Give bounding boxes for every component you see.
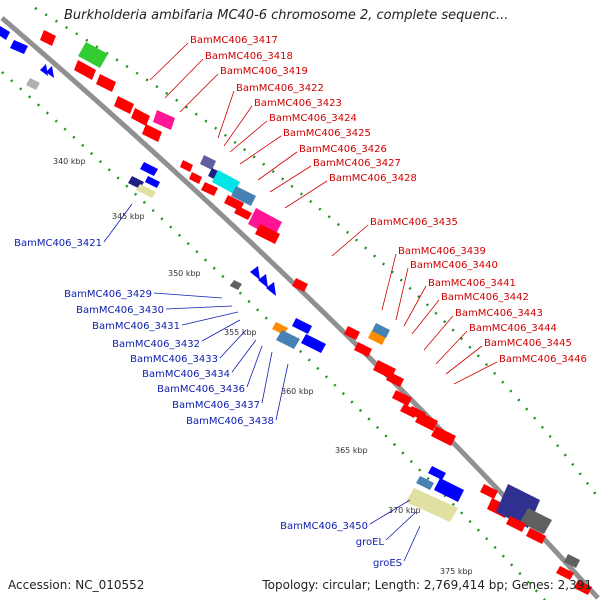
gene-label-forward[interactable]: BamMC406_3444 — [469, 323, 557, 334]
gene-label-forward[interactable]: BamMC406_3440 — [410, 260, 498, 271]
gene-label-forward[interactable]: BamMC406_3424 — [269, 113, 357, 124]
gene-label-reverse[interactable]: groEL — [356, 537, 385, 548]
gene-label-forward[interactable]: BamMC406_3425 — [283, 128, 371, 139]
tick-label: 350 kbp — [168, 269, 201, 278]
gene-label-forward[interactable]: BamMC406_3428 — [329, 173, 417, 184]
forward-label-leaders — [149, 42, 498, 385]
tick-label: 355 kbp — [224, 328, 257, 337]
gene-label-reverse[interactable]: BamMC406_3431 — [92, 321, 180, 332]
tick-label: 345 kbp — [112, 212, 145, 221]
gene-label-reverse[interactable]: BamMC406_3429 — [64, 289, 152, 300]
tick-label: 375 kbp — [440, 567, 473, 576]
gene-label-reverse[interactable]: BamMC406_3436 — [157, 384, 245, 395]
gene-label-forward[interactable]: BamMC406_3439 — [398, 246, 486, 257]
gc-track-inner — [1, 71, 546, 600]
genome-summary-text: Topology: circular; Length: 2,769,414 bp… — [262, 578, 592, 592]
gene-label-forward[interactable]: BamMC406_3441 — [428, 278, 516, 289]
feature-blocks — [0, 26, 592, 595]
tick-label: 365 kbp — [335, 446, 368, 455]
gene-label-forward[interactable]: BamMC406_3446 — [499, 354, 587, 365]
gene-label-forward[interactable]: BamMC406_3417 — [190, 35, 278, 46]
gene-label-reverse[interactable]: BamMC406_3421 — [14, 238, 102, 249]
gene-label-reverse[interactable]: BamMC406_3450 — [280, 521, 368, 532]
gene-label-forward[interactable]: BamMC406_3445 — [484, 338, 572, 349]
gene-label-reverse[interactable]: BamMC406_3437 — [172, 400, 260, 411]
tick-label: 360 kbp — [281, 387, 314, 396]
tick-label: 340 kbp — [53, 157, 86, 166]
gene-label-forward[interactable]: BamMC406_3419 — [220, 66, 308, 77]
gene-label-forward[interactable]: BamMC406_3422 — [236, 83, 324, 94]
gene-label-reverse[interactable]: BamMC406_3430 — [76, 305, 164, 316]
accession-text: Accession: NC_010552 — [8, 578, 145, 592]
gene-label-forward[interactable]: BamMC406_3443 — [455, 308, 543, 319]
gene-label-reverse[interactable]: BamMC406_3433 — [130, 354, 218, 365]
gene-label-reverse[interactable]: BamMC406_3434 — [142, 369, 230, 380]
gene-label-reverse[interactable]: BamMC406_3432 — [112, 339, 200, 350]
gene-label-forward[interactable]: BamMC406_3435 — [370, 217, 458, 228]
gene-label-forward[interactable]: BamMC406_3427 — [313, 158, 401, 169]
gc-track-outer — [34, 6, 600, 501]
reverse-label-leaders — [103, 203, 421, 562]
gene-label-forward[interactable]: BamMC406_3418 — [205, 51, 293, 62]
gene-label-reverse[interactable]: BamMC406_3438 — [186, 416, 274, 427]
gene-label-forward[interactable]: BamMC406_3442 — [441, 292, 529, 303]
gene-label-forward[interactable]: BamMC406_3426 — [299, 144, 387, 155]
tick-label: 370 kbp — [388, 506, 421, 515]
gene-label-forward[interactable]: BamMC406_3423 — [254, 98, 342, 109]
map-title: Burkholderia ambifaria MC40-6 chromosome… — [64, 8, 509, 23]
gene-label-reverse[interactable]: groES — [373, 558, 402, 569]
